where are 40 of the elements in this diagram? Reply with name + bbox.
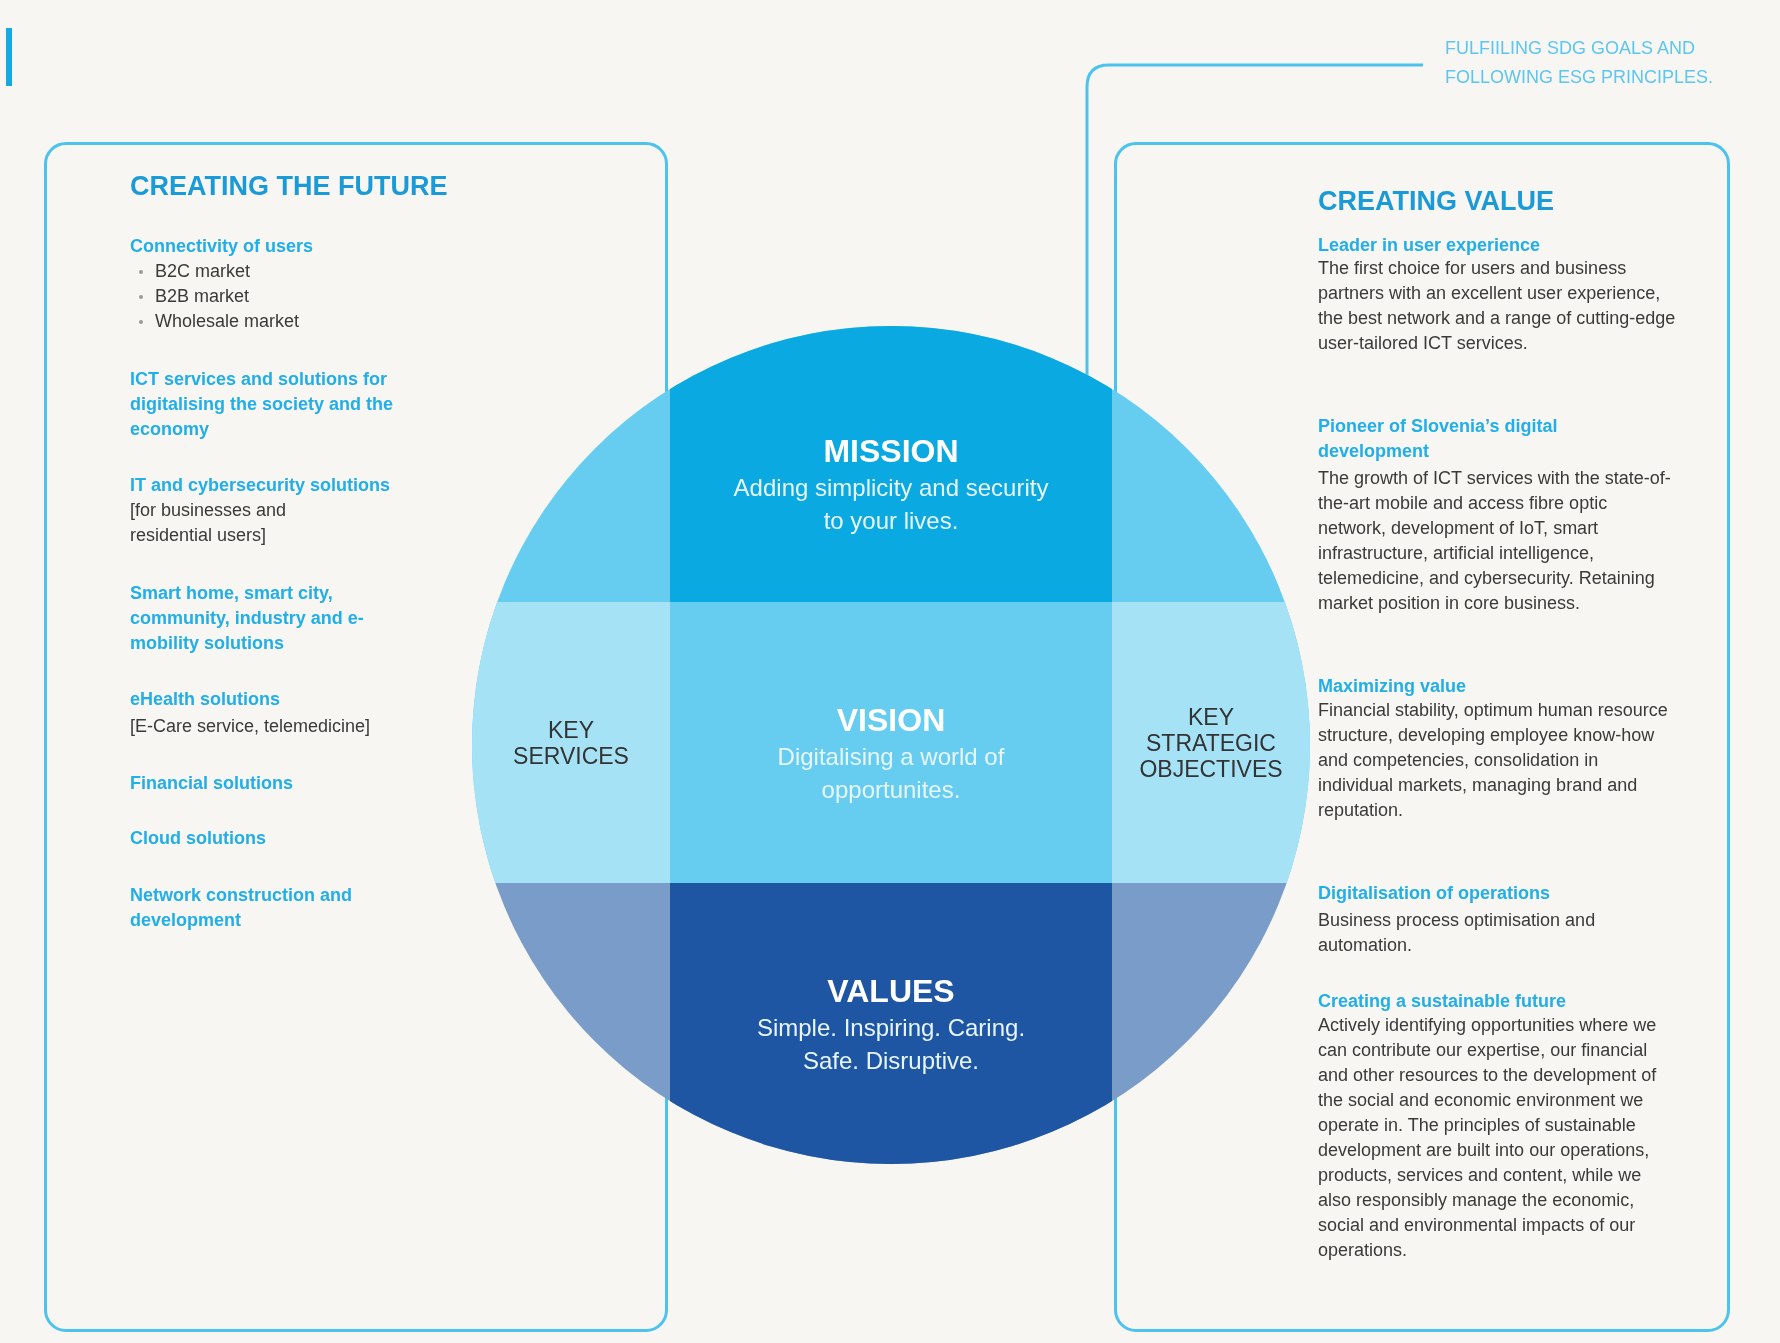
- item-description: [E-Care service, telemedicine]: [130, 715, 372, 738]
- item-heading: Smart home, smart city, community, industry and e-mobility solutions: [130, 582, 365, 655]
- item-heading: Digitalisation of operations: [1318, 882, 1551, 905]
- band-title: VISION: [836, 700, 946, 740]
- item-heading: Creating a sustainable future: [1318, 990, 1568, 1013]
- item-description: Business process optimisation and automation.: [1318, 909, 1597, 957]
- band-label: KEY SERVICES: [512, 716, 630, 769]
- note-text: FULFIILING SDG GOALS AND FOLLOWING ESG PRINCIPLES.: [1445, 34, 1775, 92]
- item-heading: Leader in user experience: [1318, 234, 1542, 257]
- band-statement: Digitalising a world of opportunites.: [776, 741, 1006, 805]
- item-heading: eHealth solutions: [130, 688, 282, 711]
- bullet-item: Wholesale market: [155, 310, 301, 333]
- item-heading: Cloud solutions: [130, 827, 267, 850]
- item-heading: IT and cybersecurity solutions: [130, 474, 392, 497]
- mission-band: [670, 326, 1112, 602]
- item-description: The first choice for users and business partners with an excellent user experience, the best network and a range of cutting-edge user-tailored ICT services.: [1318, 257, 1677, 355]
- item-heading: Maximizing value: [1318, 675, 1468, 698]
- key-services-band: [472, 602, 670, 883]
- item-description: Actively identifying opportunities where we can contribute our expertise, our financial and other resources to the development of the social and economic environment we operate in. The principles of sustainable development are built into our operations, products, services and content, while we also responsibly manage the economic, social and environmental impacts of our operations.: [1318, 1014, 1658, 1262]
- item-description: [for businesses and residential users]: [130, 499, 288, 547]
- panel-heading: CREATING THE FUTURE: [130, 170, 449, 202]
- item-heading: Financial solutions: [130, 772, 295, 795]
- item-description: The growth of ICT services with the state-of-the-art mobile and access fibre optic network, development of IoT, smart infrastructure, artificial intelligence, telemedicine, and cybersecurity. Retaining market position in core business.: [1318, 467, 1672, 615]
- bullet-item: B2B market: [155, 285, 251, 308]
- bullet-item: B2C market: [155, 260, 252, 283]
- band-statement: Adding simplicity and security to your lives.: [732, 473, 1050, 536]
- leader-line: [1085, 63, 1423, 375]
- item-description: Financial stability, optimum human resource structure, developing employee know-how and competencies, consolidation in individual markets, managing brand and reputation.: [1318, 699, 1669, 822]
- item-heading: Pioneer of Slovenia’s digital development: [1318, 415, 1559, 463]
- item-heading: Connectivity of users: [130, 235, 315, 258]
- band-title: VALUES: [827, 971, 955, 1011]
- band-title: MISSION: [823, 432, 959, 471]
- content-panel: [1114, 142, 1730, 1332]
- band-label: KEY STRATEGIC OBJECTIVES: [1138, 703, 1284, 782]
- key-strategic-objectives-band: [1112, 602, 1310, 883]
- panel-heading: CREATING VALUE: [1318, 185, 1555, 217]
- item-heading: ICT services and solutions for digitalising the society and the economy: [130, 368, 395, 441]
- values-band: [670, 883, 1112, 1164]
- band-statement: Simple. Inspiring. Caring. Safe. Disruptive.: [755, 1012, 1027, 1076]
- item-heading: Network construction and development: [130, 884, 354, 932]
